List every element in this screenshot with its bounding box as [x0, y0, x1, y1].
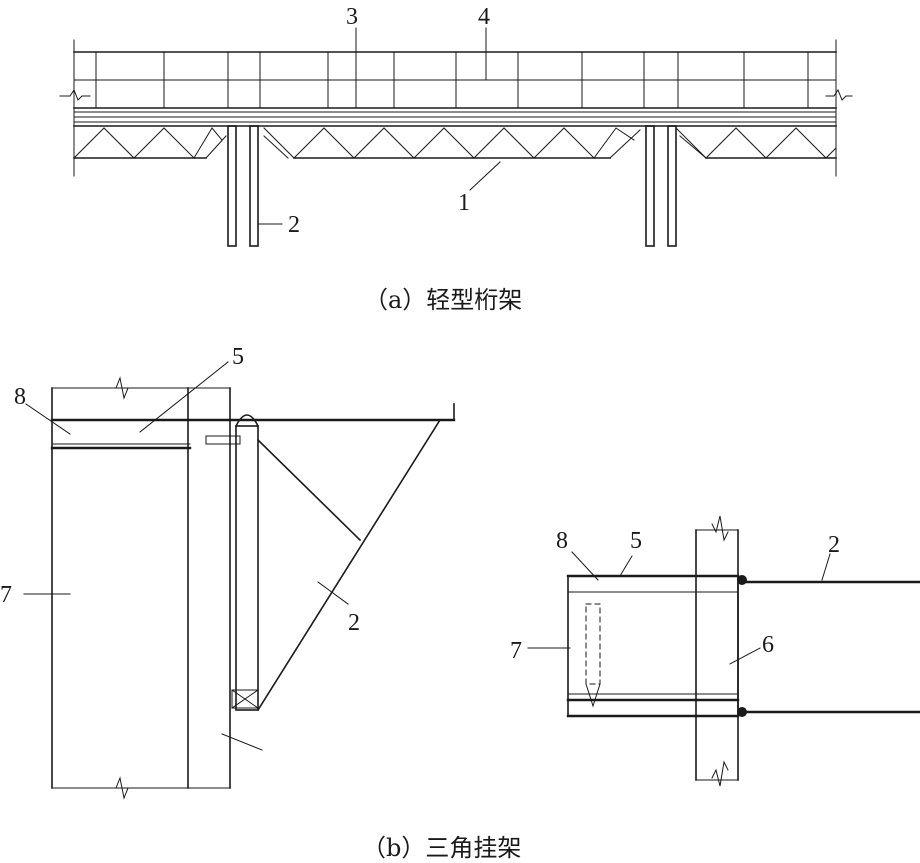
label-6-right: 6	[762, 632, 774, 658]
label-2: 2	[288, 212, 300, 238]
label-5-left: 5	[232, 344, 244, 370]
truss-chords	[73, 111, 837, 127]
label-1: 1	[458, 190, 470, 216]
label-7-left: 7	[0, 582, 12, 608]
caption-b: （b）三角挂架	[362, 834, 521, 862]
label-7-right: 7	[510, 638, 522, 664]
label-2-right: 2	[828, 532, 840, 558]
triangle-bracket-section: 8 5 2 7 6	[510, 515, 920, 787]
label-5-right: 5	[630, 528, 642, 554]
label-2-left: 2	[348, 610, 360, 636]
support-posts	[227, 125, 677, 247]
scaffold-board-deck	[59, 39, 853, 177]
label-8-right: 8	[556, 528, 568, 554]
label-3: 3	[346, 4, 358, 30]
label-4: 4	[478, 4, 490, 30]
light-truss-figure: 3 4 1 2 （a）轻型桁架	[59, 4, 853, 314]
caption-a: （a）轻型桁架	[364, 286, 522, 314]
triangle-bracket-elevation: 8 5 7 2	[0, 344, 456, 800]
truss-web	[73, 127, 837, 159]
label-8-left: 8	[14, 384, 26, 410]
